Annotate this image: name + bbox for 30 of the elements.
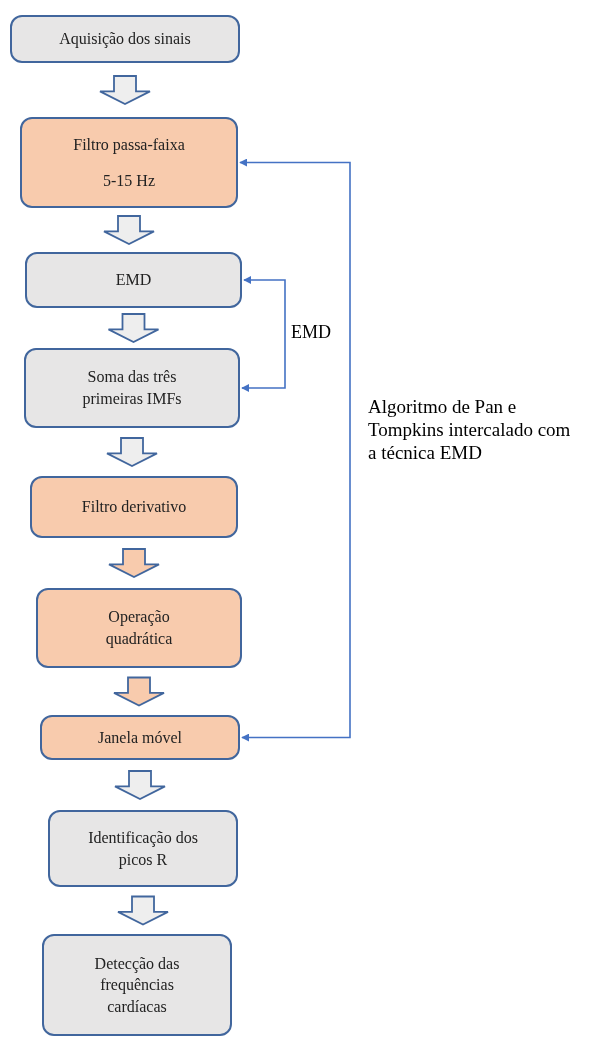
process-box — [24, 348, 240, 428]
box-text: EMD — [114, 270, 153, 291]
block-arrow — [113, 676, 165, 707]
process-box — [48, 810, 238, 887]
block-arrow — [103, 215, 155, 245]
block-arrow — [108, 548, 160, 578]
box-text: Soma das três primeiras IMFs — [81, 367, 183, 410]
process-box — [20, 117, 238, 208]
box-text: Filtro derivativo — [80, 497, 188, 518]
block-arrow — [114, 770, 166, 800]
bracket-arrow — [241, 276, 286, 392]
process-box — [36, 588, 242, 668]
process-box — [25, 252, 242, 308]
box-text: Aquisição dos sinais — [58, 29, 192, 50]
block-arrow — [99, 75, 151, 105]
box-text: 5-15 Hz — [102, 170, 156, 191]
box-text: Operação quadrática — [104, 607, 174, 650]
box-text: Janela móvel — [97, 727, 183, 748]
annotation-text: Algoritmo de Pan e Tompkins intercalado com a técnica EMD — [368, 396, 572, 465]
process-box — [30, 476, 238, 538]
box-text: Filtro passa-faixa — [72, 134, 186, 156]
process-box — [10, 15, 240, 63]
block-arrow — [117, 895, 169, 926]
box-text: Detecção das frequências cardíacas — [93, 953, 181, 1017]
block-arrow — [107, 313, 160, 343]
box-text: Identificação dos picos R — [87, 827, 199, 871]
bracket-arrow — [239, 158, 351, 742]
process-box — [42, 934, 232, 1036]
process-box — [40, 715, 240, 760]
block-arrow — [106, 437, 158, 467]
